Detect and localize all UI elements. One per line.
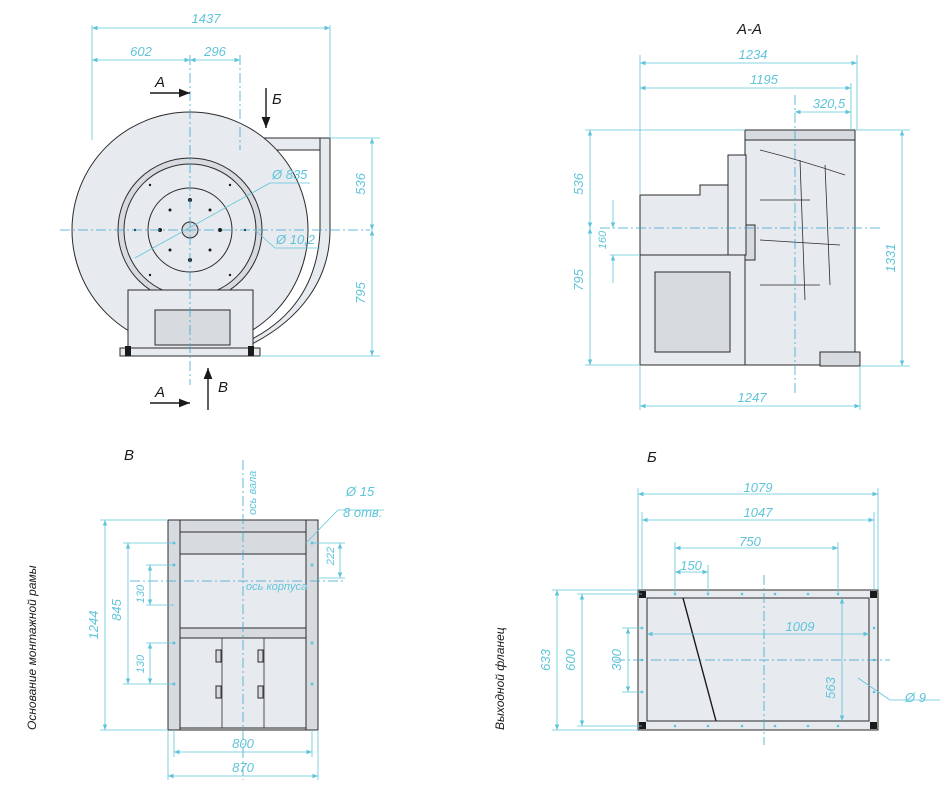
dim-aa-shaft-height: 160 bbox=[597, 230, 609, 249]
view-v: В Основание монтажной рамы ось вала ось … bbox=[25, 447, 384, 780]
dim-v-frame-width: 870 bbox=[232, 760, 254, 775]
view-b-caption: Выходной фланец bbox=[493, 627, 507, 730]
dim-v-axis-offset: 222 bbox=[325, 547, 337, 566]
dim-v-hole-width: 800 bbox=[232, 736, 254, 751]
dim-aa-total-height: 1331 bbox=[883, 244, 898, 273]
dim-b-opening-height: 563 bbox=[823, 676, 838, 698]
dim-aa-total-length: 1234 bbox=[739, 47, 768, 62]
hole-note-count: 8 отв. bbox=[343, 505, 382, 520]
dim-aa-axis-offset: 320,5 bbox=[813, 96, 846, 111]
dim-b-flange-width: 1079 bbox=[744, 480, 773, 495]
dim-front-upper-height: 536 bbox=[353, 172, 368, 194]
front-view: 1437 602 296 536 795 Ø 835 Ø 10,2 A A Б … bbox=[60, 11, 380, 410]
section-marker-a-bottom: A bbox=[154, 384, 165, 401]
axis-label-housing: ось корпуса bbox=[246, 581, 307, 593]
section-aa-view: А-А 1234 1195 320,5 536 160 795 bbox=[571, 21, 910, 410]
outlet-opening bbox=[646, 597, 870, 722]
axis-label-shaft: ось вала bbox=[247, 471, 259, 515]
dim-b-hole-height: 600 bbox=[563, 648, 578, 670]
motor-frame-window bbox=[654, 271, 731, 353]
dim-b-hole-span: 750 bbox=[739, 534, 761, 549]
dim-aa-lower-height: 795 bbox=[571, 268, 586, 290]
dim-b-hole-vert-pitch: 300 bbox=[609, 648, 624, 670]
hole-note-diameter: Ø 15 bbox=[345, 484, 375, 499]
dim-v-hole-span: 845 bbox=[109, 598, 124, 620]
dim-b-opening-width: 1009 bbox=[786, 619, 815, 634]
dim-v-spacing-upper: 130 bbox=[135, 584, 147, 603]
dim-v-frame-length: 1244 bbox=[86, 611, 101, 640]
dim-front-width: 1437 bbox=[192, 11, 222, 26]
view-v-caption: Основание монтажной рамы bbox=[25, 565, 39, 730]
dim-b-flange-height: 633 bbox=[538, 648, 553, 670]
dim-front-diameter: Ø 835 bbox=[271, 167, 308, 182]
view-b-title: Б bbox=[647, 449, 657, 466]
dim-v-spacing-lower: 130 bbox=[135, 654, 147, 673]
view-marker-b: Б bbox=[272, 91, 282, 108]
motor-body bbox=[639, 184, 731, 256]
dim-aa-length: 1195 bbox=[750, 72, 779, 87]
section-marker-a-top: A bbox=[154, 74, 165, 91]
dim-aa-upper-height: 536 bbox=[571, 172, 586, 194]
dim-b-hole-diameter: Ø 9 bbox=[904, 690, 926, 705]
dim-front-hole-diameter: Ø 10,2 bbox=[275, 232, 316, 247]
dim-b-hole-width: 1047 bbox=[744, 505, 774, 520]
dim-b-hole-pitch: 150 bbox=[680, 558, 702, 573]
view-v-title: В bbox=[124, 447, 134, 464]
impeller-hub bbox=[727, 154, 747, 256]
view-b: Б Выходной фланец 1079 1047 750 1 bbox=[493, 449, 940, 745]
view-marker-v: В bbox=[218, 379, 228, 396]
section-aa-title: А-А bbox=[736, 21, 762, 38]
dim-front-outlet-offset: 296 bbox=[203, 44, 226, 59]
front-support-window bbox=[154, 309, 231, 346]
dim-front-lower-height: 795 bbox=[353, 281, 368, 303]
dim-front-left-offset: 602 bbox=[130, 44, 152, 59]
dim-aa-base-length: 1247 bbox=[738, 390, 768, 405]
